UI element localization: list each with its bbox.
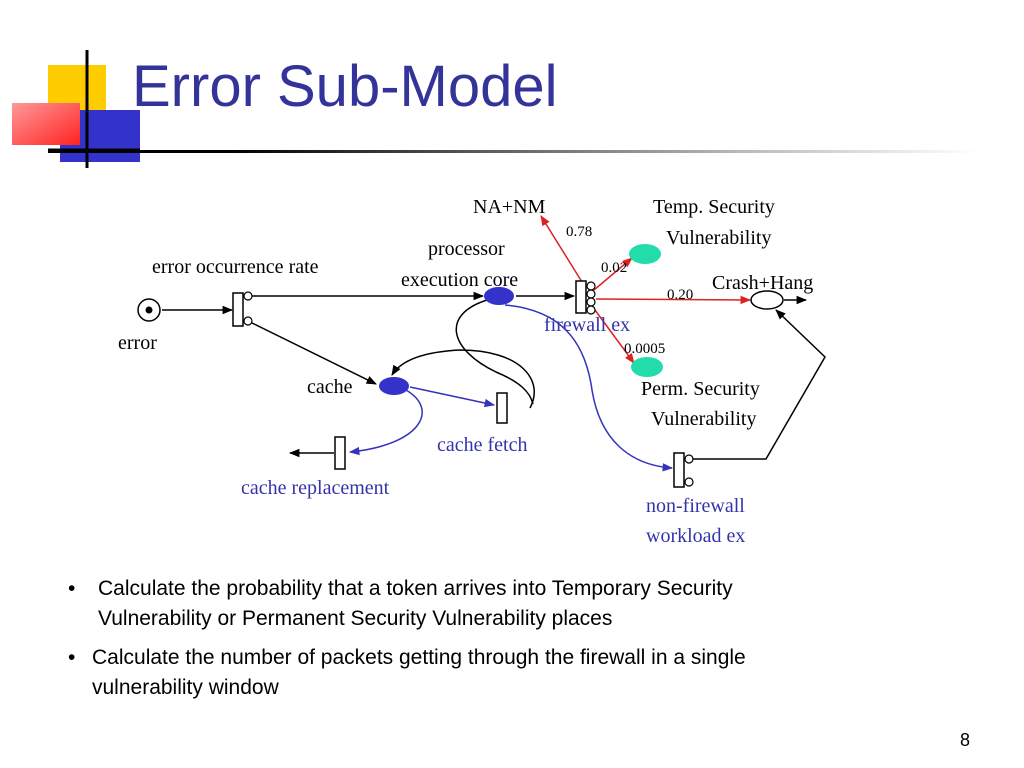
prob-perm-security: 0.0005 — [624, 341, 665, 357]
transition-firewall-ex-gate-4 — [586, 305, 596, 315]
label-firewall-ex: firewall ex — [544, 314, 630, 336]
place-perm-security-vulnerability — [631, 357, 663, 377]
label-non-firewall-line2: workload ex — [646, 525, 745, 547]
label-perm-security-line1: Perm. Security — [641, 378, 760, 400]
place-crash-hang — [750, 290, 784, 310]
bullet-line: Calculate the number of packets getting … — [92, 646, 746, 669]
place-error-token — [145, 306, 153, 314]
label-error: error — [118, 332, 157, 354]
bullet-dot: • — [68, 646, 76, 669]
place-processor-execution-core — [484, 287, 514, 305]
transition-firewall-ex-gate-3 — [586, 297, 596, 307]
arc-cache-fetch-to-cache — [391, 349, 535, 409]
transition-firewall-ex — [575, 280, 587, 314]
arc-cache-to-cache-replacement — [348, 389, 423, 456]
label-perm-security-line2: Vulnerability — [651, 408, 756, 430]
label-crash-hang: Crash+Hang — [712, 272, 813, 294]
arc-t1-to-cache — [249, 321, 377, 385]
arc-processor-to-nonfirewall — [504, 304, 674, 472]
place-cache — [379, 377, 409, 395]
page-number: 8 — [959, 730, 970, 750]
arc-fw-to-crash — [595, 295, 752, 305]
bullet-line: Calculate the probability that a token a… — [98, 577, 733, 600]
prob-na-nm: 0.78 — [566, 224, 592, 240]
arc-cache-to-cache-fetch — [409, 386, 496, 408]
transition-error-occurrence-gate-bottom — [243, 316, 253, 326]
label-temp-security-line1: Temp. Security — [653, 196, 775, 218]
prob-crash-hang: 0.20 — [667, 287, 693, 303]
title-underline — [48, 150, 978, 153]
label-processor-line1: processor — [428, 238, 505, 260]
bullet-dot: • — [68, 577, 76, 600]
transition-error-occurrence — [232, 292, 244, 327]
arc-fw-to-temp-security — [593, 257, 633, 291]
place-temp-security-vulnerability — [629, 244, 661, 264]
transition-cache-fetch — [496, 392, 508, 424]
arc-fw-to-na-nm — [540, 215, 583, 283]
arc-fw-to-perm-security — [591, 305, 635, 364]
label-non-firewall-line1: non-firewall — [646, 495, 745, 517]
label-cache-replacement: cache replacement — [241, 477, 390, 499]
label-processor-line2: execution core — [401, 269, 518, 291]
transition-error-occurrence-gate-top — [243, 291, 253, 301]
slide-title: Error Sub-Model — [132, 54, 558, 119]
transition-cache-replacement — [334, 436, 346, 470]
logo-red-square — [12, 103, 80, 145]
transition-non-firewall-gate-top — [684, 454, 694, 464]
arc-processor-to-cache-fetch — [455, 299, 534, 405]
label-cache-fetch: cache fetch — [437, 434, 527, 456]
bullet-item: • Calculate the number of packets gettin… — [68, 643, 968, 703]
transition-firewall-ex-gate-2 — [586, 289, 596, 299]
label-temp-security-line2: Vulnerability — [666, 227, 771, 249]
arc-t-nonfw-to-crash — [691, 309, 826, 460]
bullet-item: • Calculate the probability that a token… — [68, 574, 968, 634]
transition-non-firewall-gate-bottom — [684, 477, 694, 487]
label-cache: cache — [307, 376, 353, 398]
bullet-line: vulnerability window — [92, 676, 279, 699]
bullet-line: Vulnerability or Permanent Security Vuln… — [98, 607, 613, 630]
label-na-nm: NA+NM — [473, 196, 546, 218]
transition-firewall-ex-gate-1 — [586, 281, 596, 291]
bullet-list: • Calculate the probability that a token… — [68, 574, 968, 712]
label-error-occurrence-rate: error occurrence rate — [152, 256, 319, 278]
prob-temp-security: 0.02 — [601, 260, 627, 276]
transition-non-firewall-workload-ex — [673, 452, 685, 488]
